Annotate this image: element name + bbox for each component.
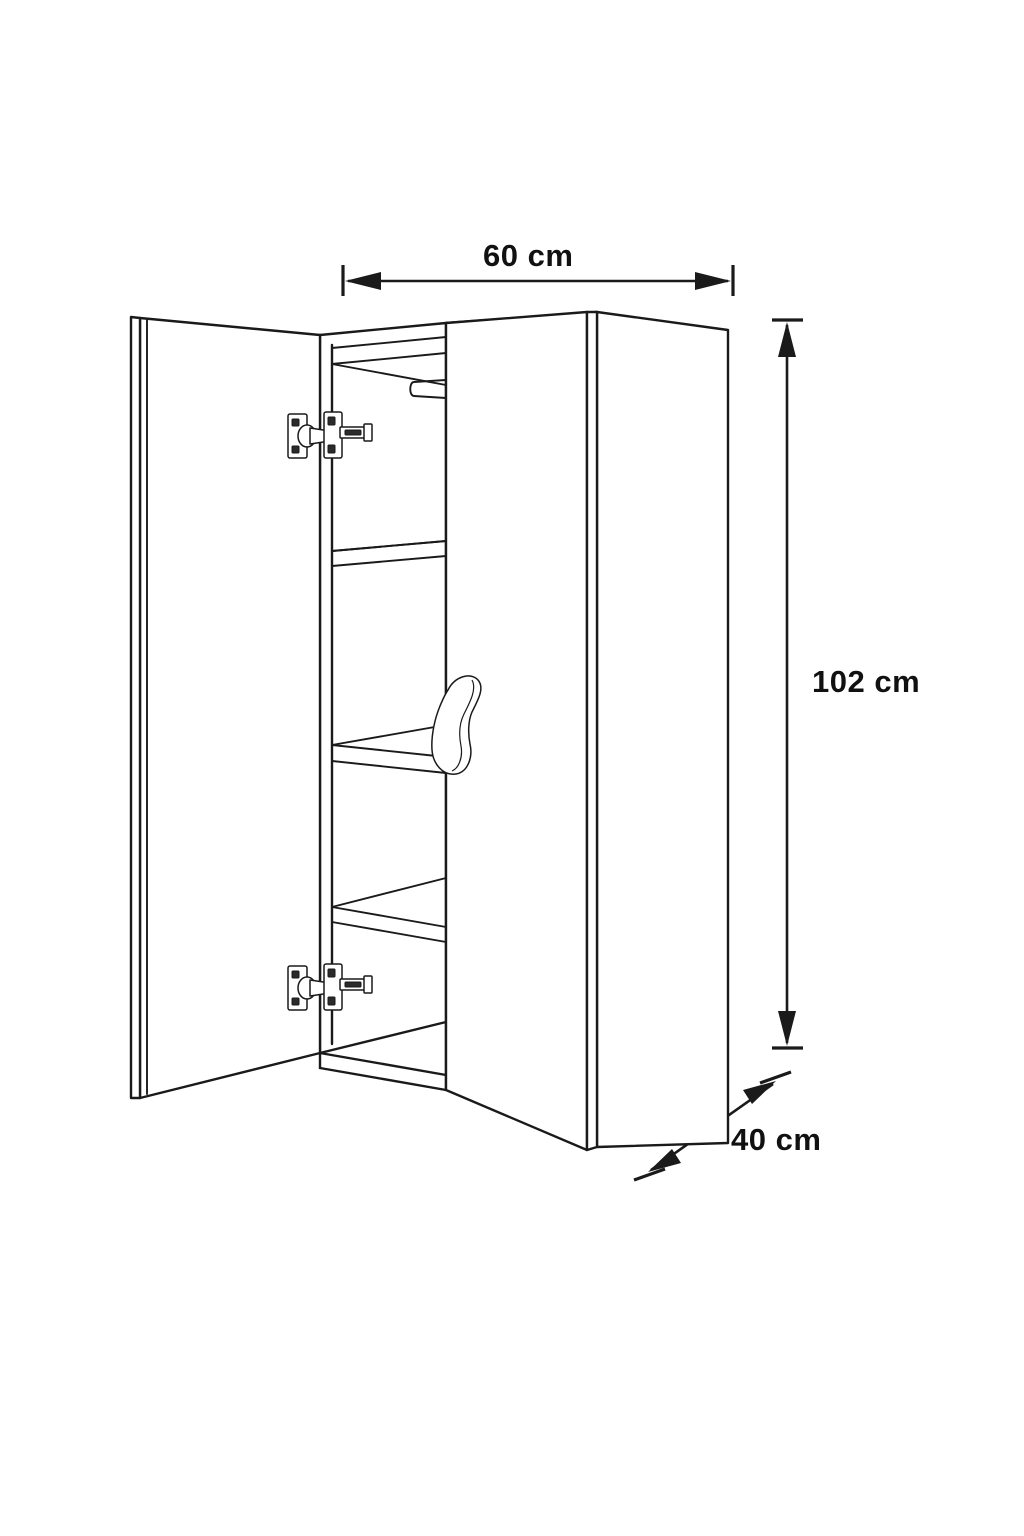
hinge-upper-cup-screw-top (291, 418, 300, 427)
closed-door[interactable] (444, 310, 599, 1152)
door-handle-body[interactable] (431, 675, 482, 775)
shelf-fourth (331, 877, 447, 943)
open-door[interactable] (129, 315, 322, 1100)
hinge-upper (287, 411, 373, 459)
width-dimension (341, 265, 735, 296)
width-dimension-label: 60 cm (483, 238, 574, 273)
shelf-second-top-face (331, 540, 447, 552)
hinge-upper-end-cap (363, 423, 373, 442)
open-door-edge-thickness (129, 315, 142, 1100)
door-handle-highlight (451, 679, 475, 772)
hinge-lower-cup-screw-top (291, 970, 300, 979)
door-handle[interactable] (431, 675, 482, 775)
shelf-top-front-lower (331, 352, 447, 365)
hinge-upper-cup-screw-bottom (291, 445, 300, 454)
shelf-fourth-front-upper (331, 906, 447, 928)
shelf-second-front-lower (331, 555, 447, 567)
depth-upper-arrowhead (743, 1081, 776, 1104)
hinge-upper-plate-screw-top (327, 416, 336, 426)
shelf-fourth-front-lower (331, 921, 447, 943)
shelf-top (331, 336, 447, 386)
width-right-arrowhead (695, 272, 731, 290)
shelf-third-front-upper (331, 744, 447, 758)
rail-bracket-body (409, 379, 447, 399)
height-dimension-label: 102 cm (812, 664, 921, 699)
hinge-lower-cup-screw-bottom (291, 997, 300, 1006)
shelf-third (331, 724, 447, 774)
depth-dimension (633, 1070, 792, 1182)
shelf-third-front-lower (331, 760, 447, 774)
floor-front-upper-edge (318, 1051, 448, 1077)
shelf-top-front-upper (331, 336, 447, 349)
hinge-upper-adjust-slot (344, 429, 362, 436)
depth-lower-tick (633, 1167, 666, 1182)
right-side-panel-face (595, 310, 730, 1149)
floor-front-lower-edge (318, 1066, 448, 1092)
hinge-lower-plate-screw-top (327, 968, 336, 978)
shelf-fourth-receding-top (331, 877, 447, 908)
hinge-upper-plate-screw-bottom (327, 444, 336, 454)
height-top-arrowhead (778, 322, 796, 357)
hinge-lower (287, 963, 373, 1011)
depth-dimension-label: 40 cm (731, 1122, 822, 1157)
depth-lower-arrowhead (648, 1149, 681, 1172)
hinge-lower-adjust-slot (344, 981, 362, 988)
hanging-rail-bracket (409, 379, 447, 399)
closed-door-edge-thickness (585, 310, 599, 1152)
shelf-third-receding-top (331, 724, 447, 746)
shelf-second (331, 540, 447, 567)
depth-upper-tick (759, 1070, 792, 1085)
width-left-arrowhead (345, 272, 381, 290)
hinge-lower-end-cap (363, 975, 373, 994)
floor-receding-back-edge (318, 1020, 448, 1055)
height-dimension (772, 318, 803, 1050)
cabinet-floor (318, 1020, 448, 1092)
height-bottom-arrowhead (778, 1011, 796, 1046)
hinge-lower-plate-screw-bottom (327, 996, 336, 1006)
carcass-right-side-panel (595, 310, 730, 1149)
